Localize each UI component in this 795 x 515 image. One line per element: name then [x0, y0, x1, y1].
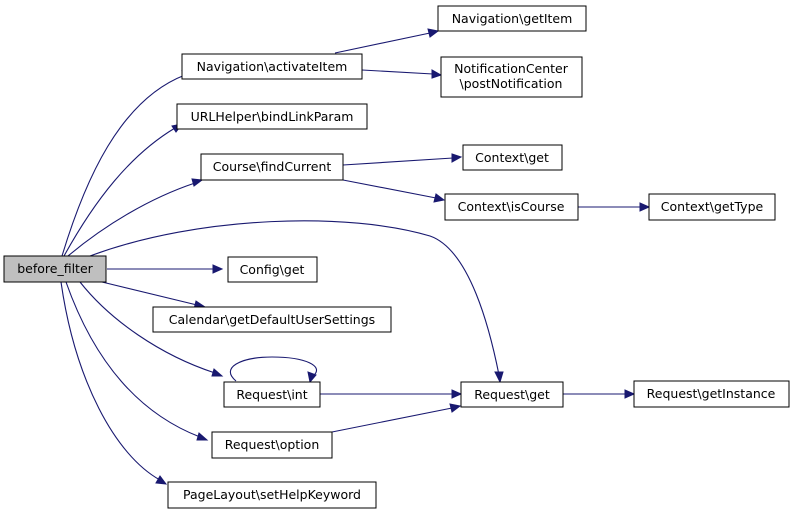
- edge-request-int-self-loop: [229, 356, 318, 384]
- node-pagelayout-sethelpkeyword[interactable]: PageLayout\setHelpKeyword: [167, 481, 377, 509]
- edge-before-filter-to-request-option: [65, 281, 209, 441]
- node-label: before_filter: [17, 261, 93, 276]
- node-course-findcurrent[interactable]: Course\findCurrent: [200, 153, 344, 181]
- node-navigation-activateitem[interactable]: Navigation\activateItem: [181, 53, 363, 80]
- edge-course-findcurrent-to-context-get: [342, 153, 463, 166]
- edge-navigation-activateitem-to-postnotification: [361, 69, 443, 79]
- edge-course-findcurrent-to-context-iscourse: [342, 179, 446, 203]
- node-label: Calendar\getDefaultUserSettings: [169, 312, 375, 327]
- edge-request-int-to-request-get: [320, 389, 463, 399]
- edge-before-filter-to-navigation-activateitem: [61, 70, 194, 257]
- node-label-line-2: \postNotification: [460, 76, 563, 91]
- node-navigation-getitem[interactable]: Navigation\getItem: [437, 5, 587, 32]
- node-label: Navigation\activateItem: [197, 59, 348, 74]
- edge-before-filter-to-urlhelper-bindlinkparam: [63, 123, 184, 257]
- node-notificationcenter-postnotification[interactable]: NotificationCenter \postNotification: [440, 56, 583, 98]
- edge-before-filter-to-config-get: [107, 264, 224, 274]
- node-label: Context\getType: [661, 199, 764, 214]
- node-context-get[interactable]: Context\get: [462, 144, 563, 171]
- node-request-int[interactable]: Request\int: [223, 381, 321, 408]
- node-label: Request\getInstance: [647, 386, 776, 401]
- edge-before-filter-to-calendar: [101, 281, 207, 310]
- node-context-iscourse[interactable]: Context\isCourse: [444, 193, 579, 221]
- node-request-option[interactable]: Request\option: [211, 431, 333, 459]
- node-context-gettype[interactable]: Context\getType: [648, 193, 776, 221]
- edge-before-filter-to-request-int: [79, 281, 224, 377]
- node-before-filter[interactable]: before_filter: [3, 255, 107, 283]
- node-label: Config\get: [240, 262, 305, 277]
- node-label: Navigation\getItem: [452, 11, 573, 26]
- node-urlhelper-bindlinkparam[interactable]: URLHelper\bindLinkParam: [176, 103, 368, 130]
- edge-request-get-to-getinstance: [563, 389, 636, 399]
- nodes-layer: before_filter Navigation\activateItem Na…: [3, 5, 790, 509]
- edge-navigation-activateitem-to-getitem: [334, 28, 440, 54]
- node-label: PageLayout\setHelpKeyword: [183, 487, 361, 502]
- edge-before-filter-to-course-findcurrent: [67, 178, 204, 257]
- node-label: URLHelper\bindLinkParam: [191, 109, 354, 124]
- node-label: Request\option: [225, 437, 320, 452]
- edge-before-filter-to-request-get: [89, 220, 504, 384]
- node-label: Context\get: [475, 150, 549, 165]
- node-request-get[interactable]: Request\get: [460, 381, 564, 408]
- node-label-line-1: NotificationCenter: [454, 61, 569, 76]
- edge-context-iscourse-to-context-gettype: [578, 202, 651, 212]
- node-label: Request\get: [474, 387, 550, 402]
- node-config-get[interactable]: Config\get: [227, 256, 318, 283]
- node-label: Request\int: [236, 387, 307, 402]
- node-label: Context\isCourse: [458, 199, 565, 214]
- edge-before-filter-to-pagelayout: [60, 281, 168, 485]
- node-label: Course\findCurrent: [213, 159, 332, 174]
- edge-request-option-to-request-get: [331, 403, 462, 433]
- node-calendar-getdefaultusersettings[interactable]: Calendar\getDefaultUserSettings: [152, 306, 392, 333]
- node-request-getinstance[interactable]: Request\getInstance: [633, 380, 790, 408]
